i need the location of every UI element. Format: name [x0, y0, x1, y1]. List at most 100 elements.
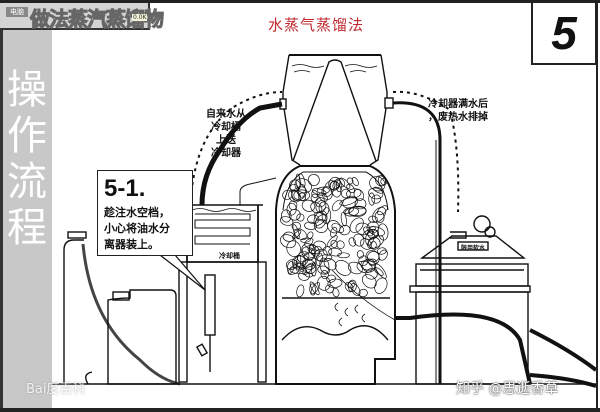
step-number: 5 [551, 7, 577, 59]
herb-loop [358, 288, 368, 298]
water-faucet [63, 231, 181, 386]
herb-loop [315, 252, 323, 267]
herb-loop [309, 283, 316, 296]
herb-loop [346, 183, 355, 194]
herb-loop [310, 193, 319, 202]
condenser [279, 54, 394, 166]
herb-loop [314, 197, 326, 208]
herb-loop [313, 240, 327, 252]
herb-loop [288, 200, 298, 211]
herb-loop [292, 224, 300, 240]
herb-loop [298, 173, 306, 187]
herb-loop [293, 228, 308, 241]
herb-loop [304, 221, 318, 230]
herb-loop [374, 263, 387, 279]
herb-loop [320, 270, 329, 280]
label-boiler-tag: 限用软水 [461, 245, 486, 252]
label-waste-water: 冷却器满水后 ，废热水排掉 [428, 99, 488, 123]
herb-loop [300, 237, 311, 243]
herb-loop [313, 210, 328, 229]
herb-loop [294, 178, 313, 194]
herb-loop [372, 206, 386, 223]
herb-loop [317, 265, 330, 275]
herb-loop [321, 186, 333, 200]
label-tap-water: 自来水从 冷却桶 上送 冷却器 [206, 109, 246, 159]
herb-loop [347, 261, 363, 275]
herb-loop [328, 247, 342, 257]
herb-loop [311, 246, 322, 255]
herb-loop [291, 186, 307, 201]
herb-loop [368, 215, 378, 223]
herb-loop [298, 192, 307, 202]
herb-loop [286, 240, 301, 257]
herb-loop [370, 240, 377, 249]
herb-loop [360, 238, 372, 250]
callout-heading: 5-1. [104, 175, 146, 202]
herb-loop [282, 189, 293, 200]
steam-hose [396, 312, 532, 385]
herb-loop [336, 240, 345, 249]
herb-loop [356, 260, 373, 274]
herb-loop [349, 217, 364, 233]
step-box: 5 [531, 2, 597, 65]
header-banner: 电脑 做法蒸汽蒸馏物 0.0K [0, 0, 165, 32]
herb-loop [292, 230, 302, 239]
herb-loop [298, 270, 310, 281]
herb-loop [289, 183, 299, 192]
herb-loop [377, 223, 389, 241]
label-cooling-bucket: 冷却桶 [219, 252, 240, 260]
herb-loop [354, 198, 367, 210]
distillation-still [275, 165, 396, 385]
herb-loop [301, 199, 316, 212]
herb-loop [375, 175, 387, 187]
frame-top [0, 0, 600, 3]
herb-loop [279, 216, 294, 226]
herb-loop [331, 199, 343, 212]
herb-loop [327, 278, 343, 288]
herb-loop [377, 205, 388, 216]
herb-loop [293, 189, 310, 201]
header-badge: 0.0K [132, 14, 148, 21]
herb-loop [378, 249, 388, 261]
herb-loop [348, 237, 357, 247]
side-band [0, 0, 52, 408]
herb-loop [316, 186, 330, 194]
herb-loop [332, 178, 341, 190]
herb-loop [367, 235, 385, 249]
herb-loop [361, 274, 377, 289]
herb-loop [321, 207, 332, 224]
herb-loop [317, 275, 331, 291]
herb-loop [368, 187, 384, 200]
herb-loop [351, 177, 359, 186]
herb-loop [326, 274, 336, 283]
herb-loop [332, 288, 340, 298]
herb-loop [280, 234, 297, 249]
herb-loop [368, 236, 381, 250]
callout-box: 5-1. 趁注水空档， 小心将油水分 离器装上。 [97, 170, 193, 256]
herb-loop [313, 219, 328, 233]
herb-loop [334, 259, 352, 276]
herb-loop [295, 173, 301, 190]
herb-loop [369, 176, 386, 192]
frame-bottom [0, 408, 600, 412]
herb-loop [355, 222, 371, 236]
frame-right [596, 0, 598, 412]
oil-water-separator [195, 274, 216, 372]
callout-body: 趁注水空档， 小心将油水分 离器装上。 [104, 206, 170, 251]
herb-loop [362, 229, 379, 240]
herb-loop [316, 254, 333, 262]
herb-loop [307, 173, 320, 187]
herb-loop [322, 246, 333, 256]
herb-loop [305, 264, 317, 274]
herb-loop [296, 213, 305, 222]
herb-loop [337, 252, 350, 259]
herb-loop [340, 212, 347, 227]
herb-loop [339, 177, 351, 189]
herb-loop [377, 247, 387, 255]
herb-loop [307, 231, 314, 239]
herb-loop [286, 261, 295, 274]
drain-hose [392, 101, 442, 384]
herb-loop [282, 231, 295, 242]
herb-loop [339, 197, 358, 206]
